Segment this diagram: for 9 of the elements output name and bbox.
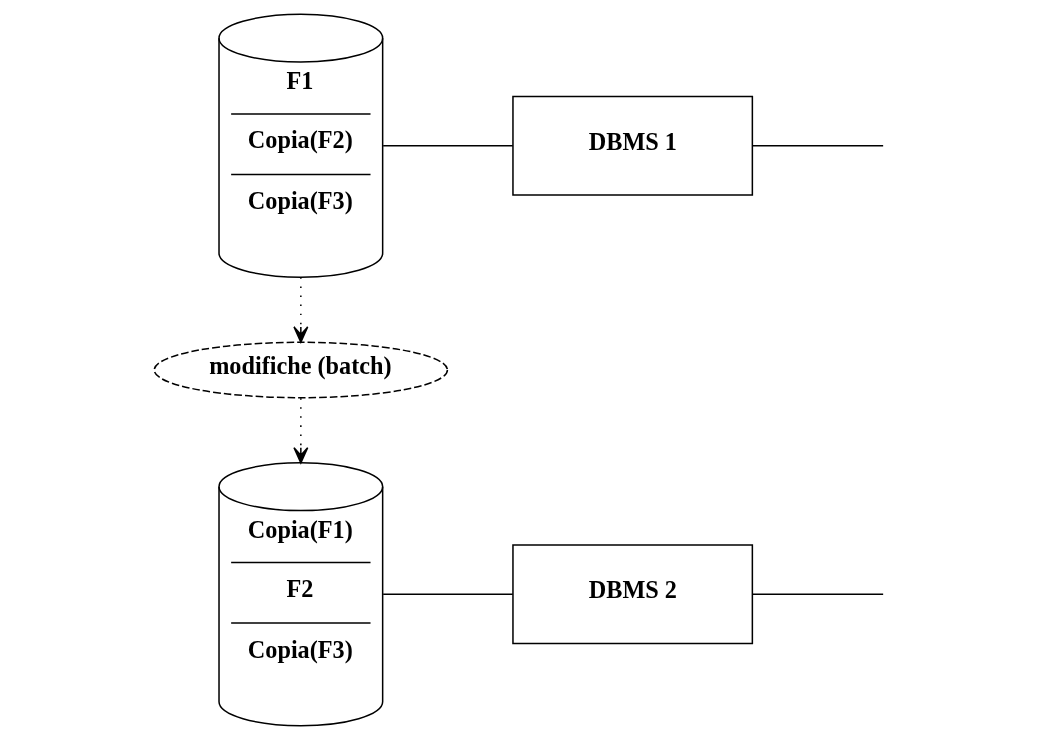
connector [751,593,884,596]
connector [382,593,514,596]
node-box: DBMS 2 [512,544,754,645]
connector [751,145,884,147]
connector [382,145,514,147]
arrow [293,276,309,343]
node-box: DBMS 1 [512,95,754,196]
node-ellipse: modifiche (batch) [153,341,449,399]
arrow [293,397,309,464]
